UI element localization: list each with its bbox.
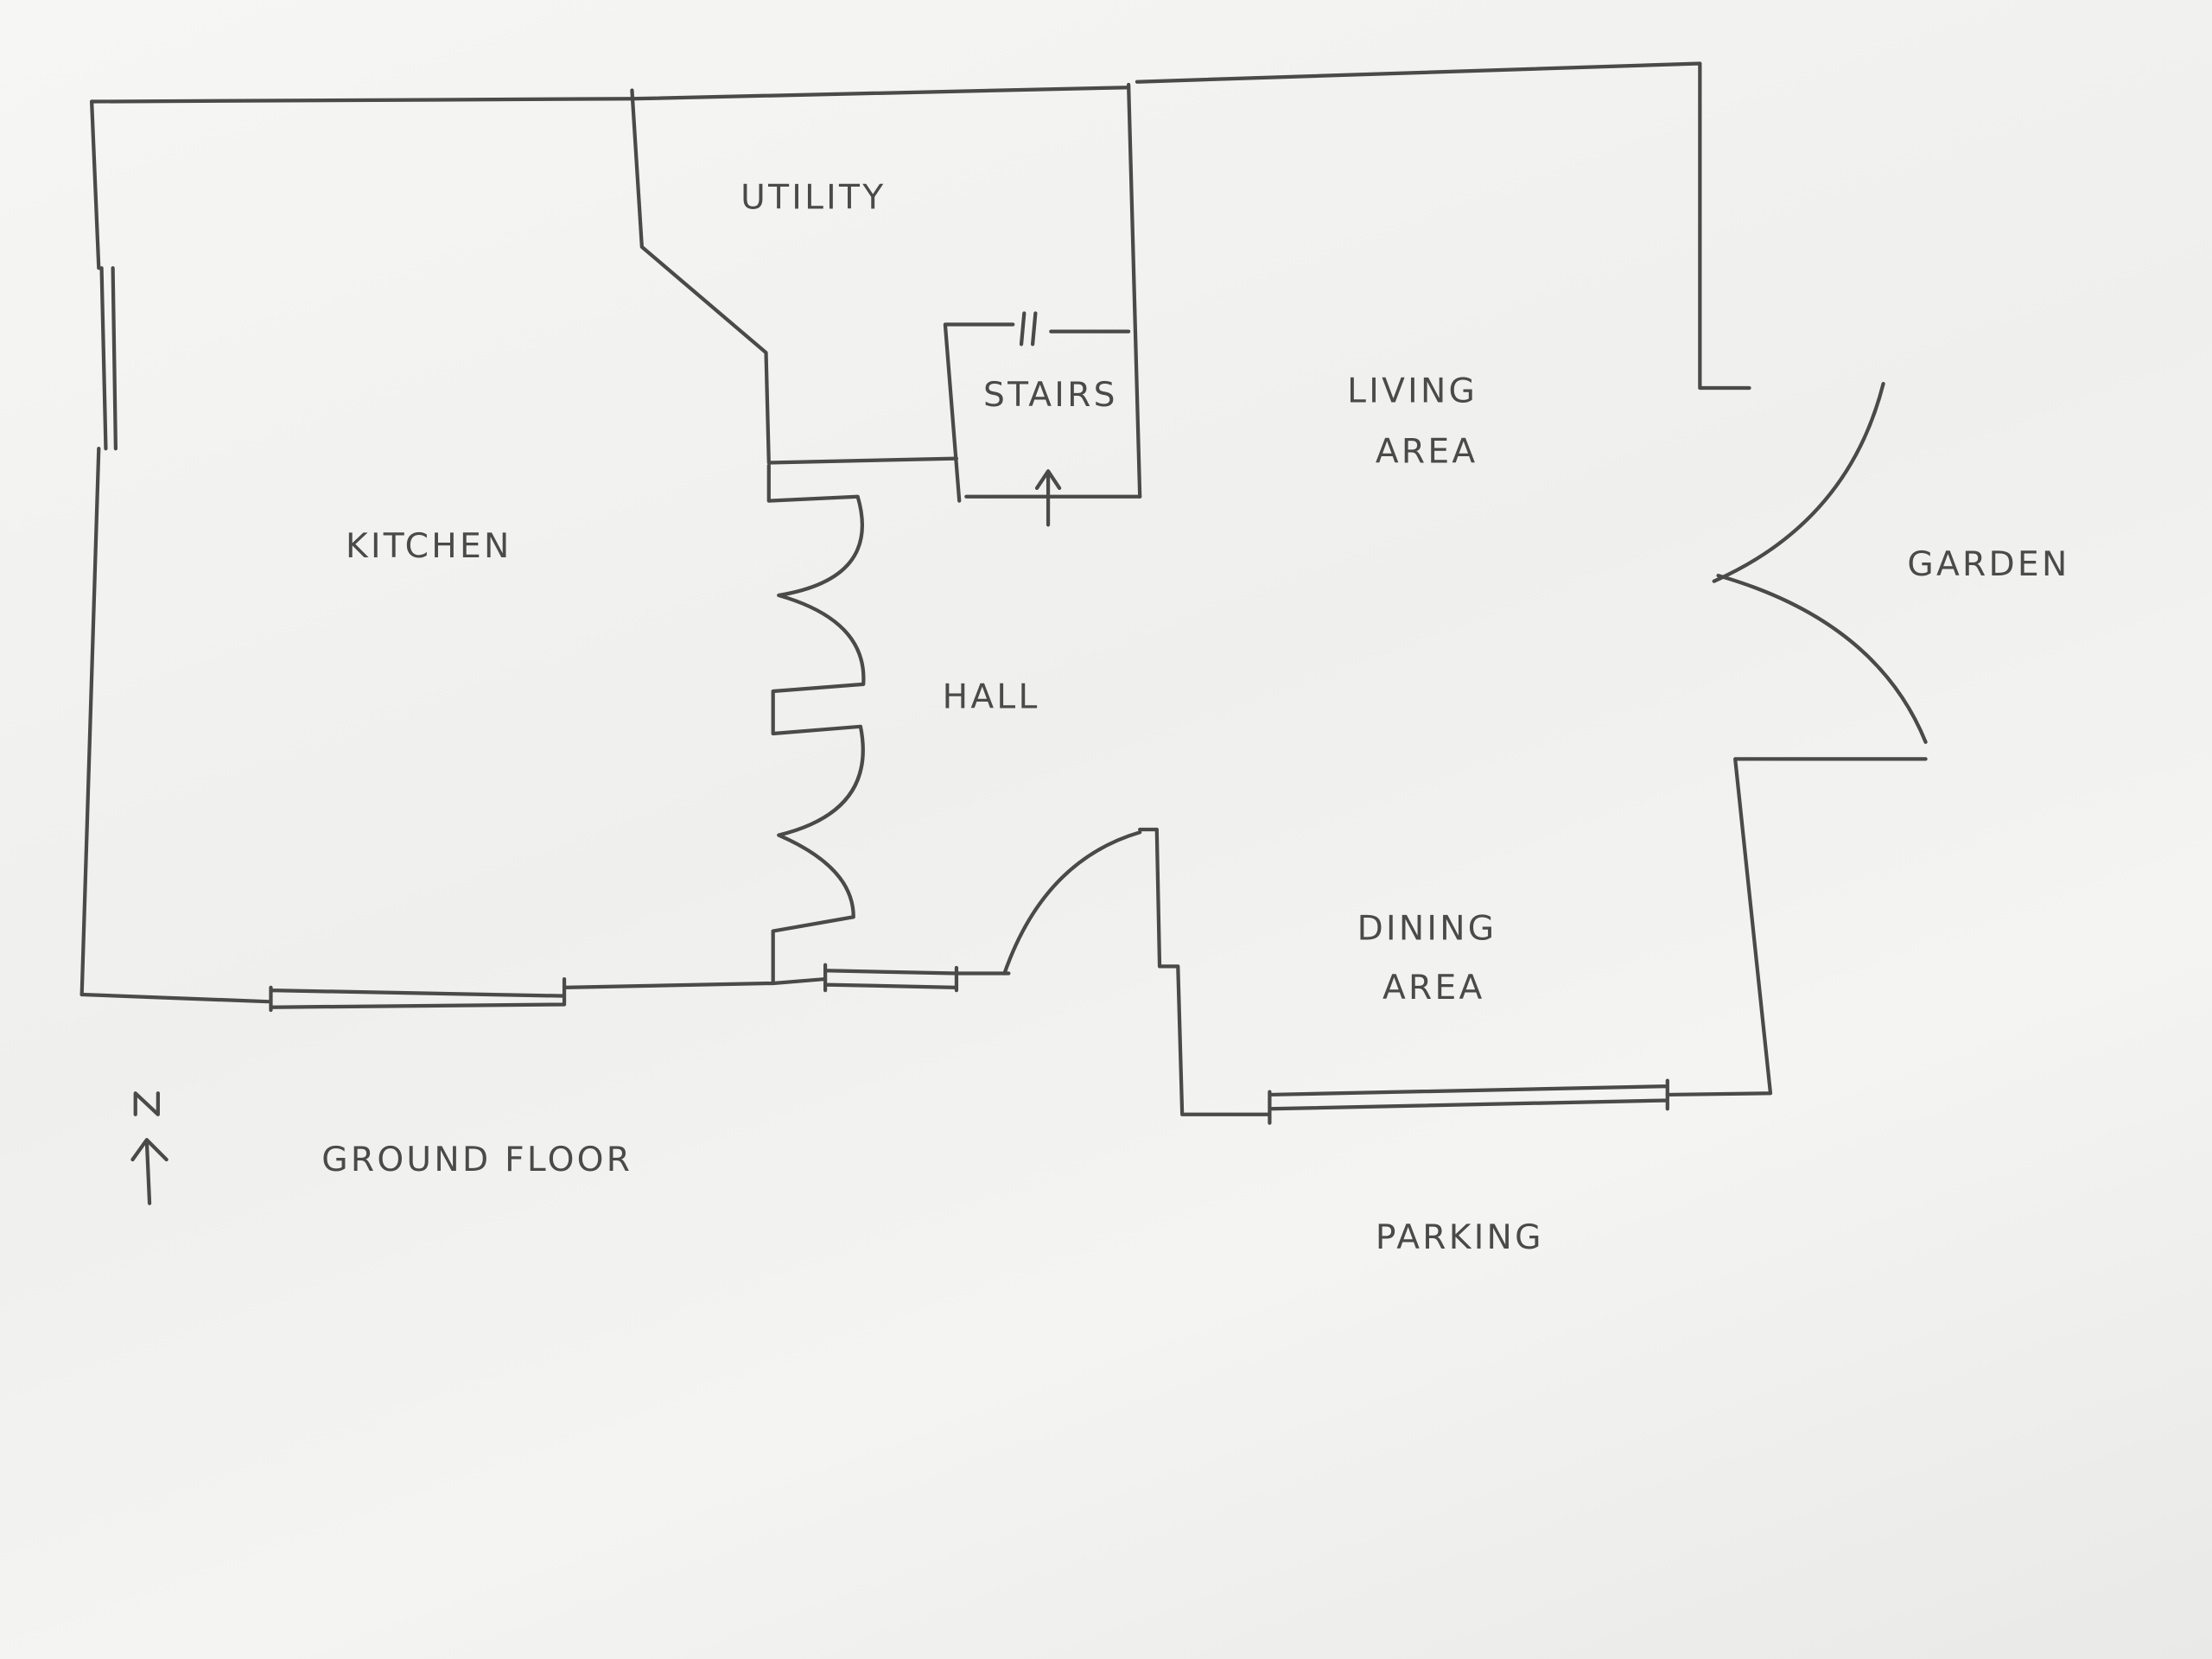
label-dining: DINING	[1357, 909, 1497, 948]
kitchen-west-wall	[79, 99, 118, 997]
labels: UTILITY STAIRS LIVING AREA KITCHEN HALL …	[321, 179, 2069, 1257]
label-parking: PARKING	[1376, 1218, 1544, 1257]
label-kitchen: KITCHEN	[346, 527, 512, 566]
north-letter	[133, 1091, 160, 1116]
utility-west-wall	[630, 88, 959, 465]
dining-window	[1268, 1078, 1669, 1125]
east-wall	[1665, 757, 1928, 1097]
south-wall	[79, 976, 828, 1013]
living-top-wall	[1135, 61, 1751, 391]
label-dining-area: AREA	[1382, 969, 1485, 1007]
hall-window	[823, 963, 1011, 993]
walls	[79, 61, 1928, 1205]
kitchen-top-wall	[90, 86, 1131, 104]
garden-door-arc-2	[1716, 574, 1928, 744]
label-living-area: AREA	[1376, 433, 1478, 472]
hall-door-arc	[1002, 827, 1159, 976]
stairs-box	[943, 311, 1142, 503]
garden-door-arc-1	[1712, 381, 1885, 583]
stairs-arrow-icon	[1034, 469, 1062, 527]
dining-south-wall	[1154, 827, 1272, 1116]
label-utility: UTILITY	[741, 179, 886, 218]
label-garden: GARDEN	[1907, 545, 2069, 584]
north-arrow-icon	[130, 1138, 168, 1205]
utility-right-wall	[1127, 82, 1142, 499]
kitchen-hall-cupboards	[766, 463, 866, 986]
label-stairs: STAIRS	[983, 376, 1118, 415]
plan-title: GROUND FLOOR	[321, 1141, 632, 1179]
label-living: LIVING	[1347, 372, 1478, 410]
label-hall: HALL	[943, 678, 1040, 717]
